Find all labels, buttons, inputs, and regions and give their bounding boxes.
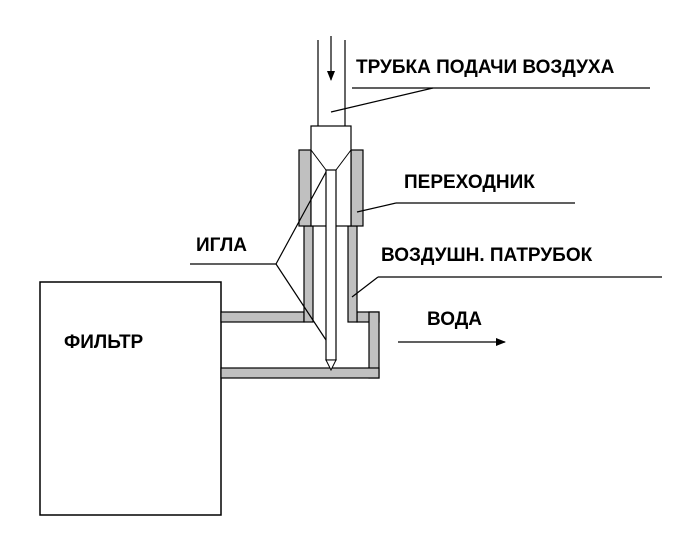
filter-box xyxy=(39,281,222,516)
water-label: ВОДА xyxy=(427,309,483,330)
adapter-label: ПЕРЕХОДНИК xyxy=(404,172,535,193)
filter-label: ФИЛЬТР xyxy=(64,332,144,353)
leader-lines xyxy=(190,87,662,346)
air-tube xyxy=(317,36,346,126)
air-tube-label: ТРУБКА ПОДАЧИ ВОЗДУХА xyxy=(356,57,615,78)
needle xyxy=(310,149,352,372)
air-branch-label: ВОЗДУШН. ПАТРУБОК xyxy=(381,245,593,266)
needle-label: ИГЛА xyxy=(196,235,248,256)
